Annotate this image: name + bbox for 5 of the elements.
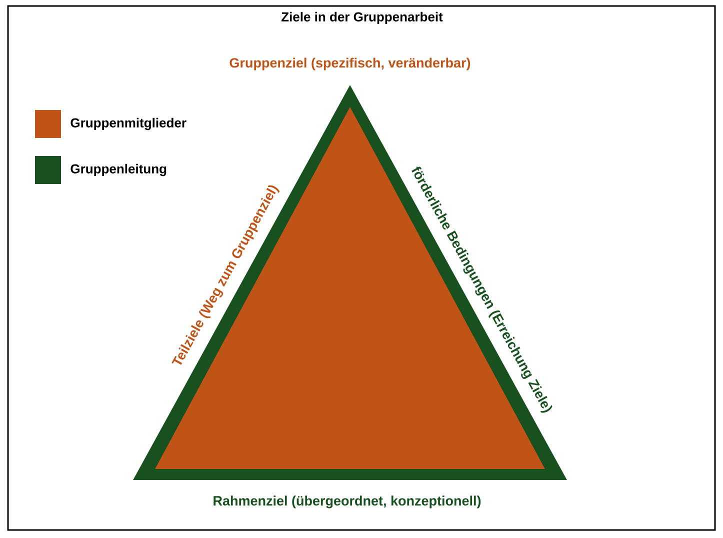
legend-label: Gruppenleitung xyxy=(70,164,166,176)
title: Ziele in der Gruppenarbeit xyxy=(282,12,443,24)
vertex-label: Gruppenziel (spezifisch, veränderbar) xyxy=(230,58,470,70)
legend-label: Gruppenmitglieder xyxy=(70,118,186,130)
base-label: Rahmenziel (übergeordnet, konzeptionell) xyxy=(214,496,481,508)
